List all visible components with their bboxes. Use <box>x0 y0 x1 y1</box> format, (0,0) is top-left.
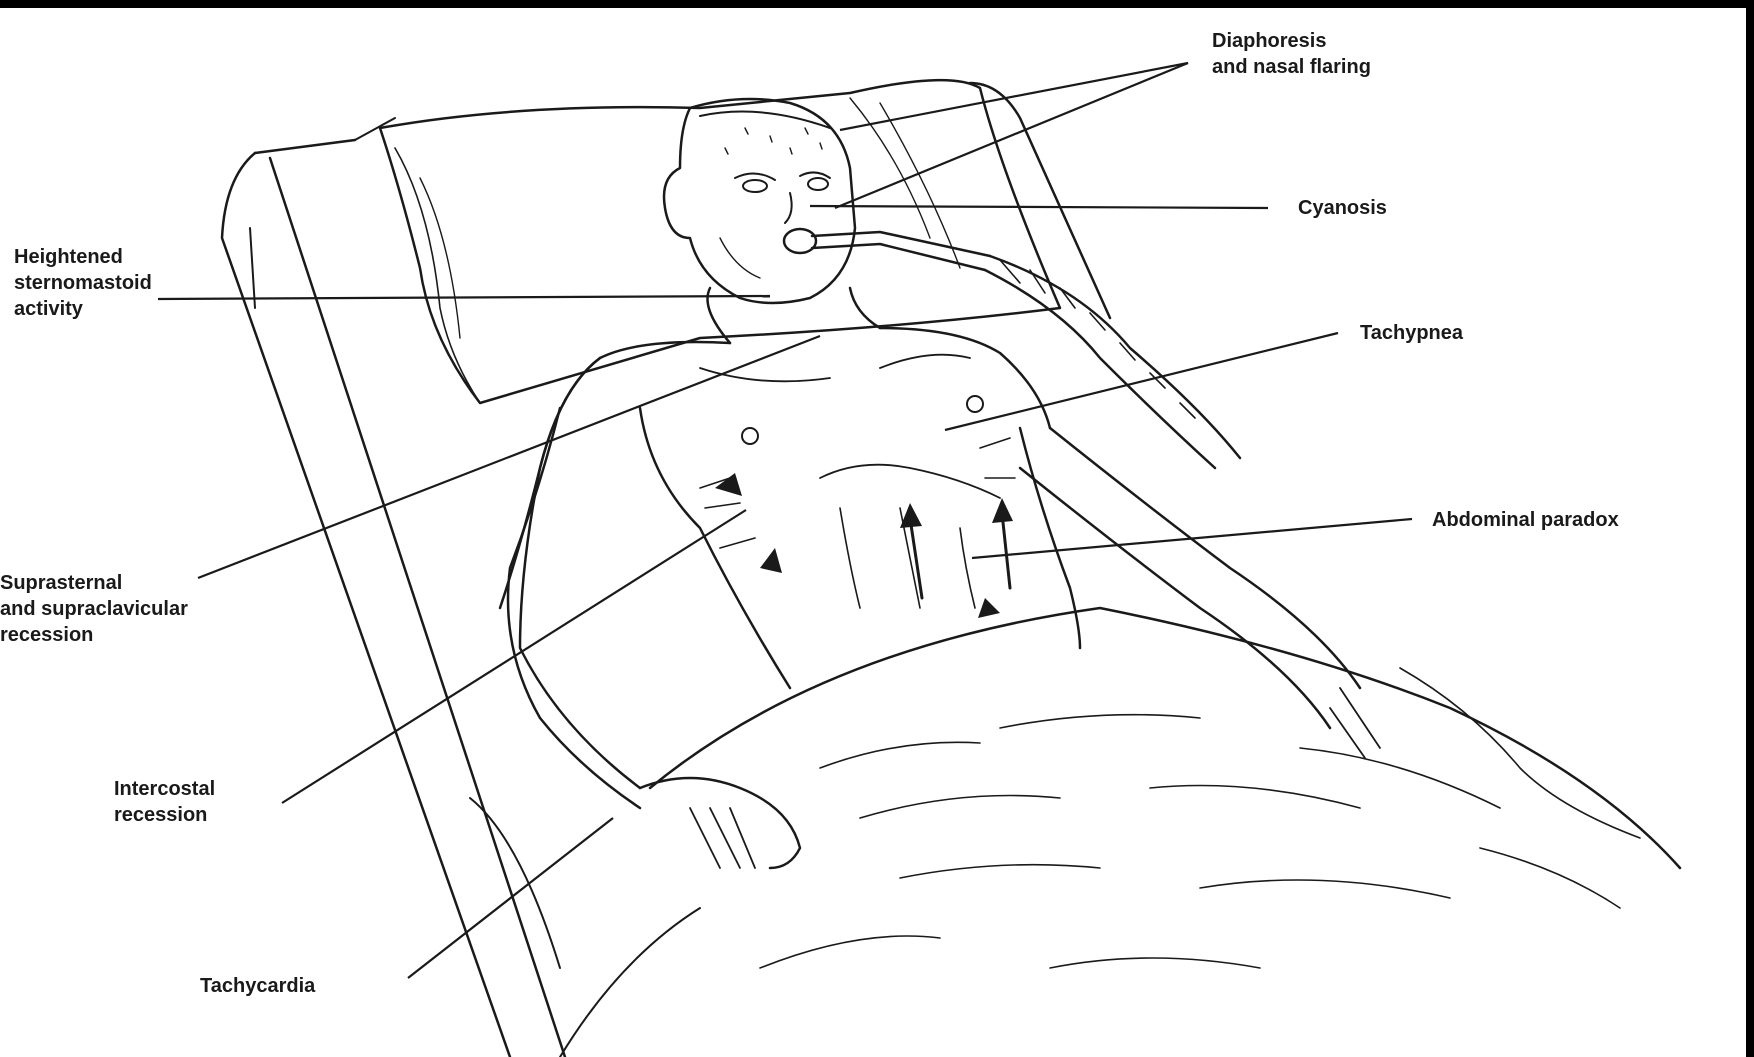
pointer-abdominal-paradox <box>972 519 1412 558</box>
label-cyanosis: Cyanosis <box>1298 195 1387 221</box>
label-diaphoresis-line2: and nasal flaring <box>1212 54 1371 80</box>
pointer-suprasternal <box>198 336 820 578</box>
label-intercostal-line2: recession <box>114 802 215 828</box>
label-tachypnea: Tachypnea <box>1360 320 1463 346</box>
label-diaphoresis-line1: Diaphoresis <box>1212 28 1371 54</box>
diagram-sheet: Diaphoresis and nasal flaring Cyanosis H… <box>0 8 1746 1057</box>
label-abdominal-paradox: Abdominal paradox <box>1432 507 1619 533</box>
pointer-sternomastoid <box>158 296 770 299</box>
abdomen-arrows <box>715 473 1013 618</box>
label-sternomastoid: Heightened sternomastoid activity <box>14 244 152 322</box>
label-sternomastoid-line3: activity <box>14 296 152 322</box>
blanket <box>560 608 1680 1057</box>
patient-head <box>664 99 855 303</box>
pointer-tachycardia <box>408 818 613 978</box>
label-sternomastoid-line1: Heightened <box>14 244 152 270</box>
label-tachypnea-text: Tachypnea <box>1360 320 1463 346</box>
label-suprasternal-line3: recession <box>0 622 188 648</box>
label-cyanosis-text: Cyanosis <box>1298 195 1387 221</box>
label-diaphoresis: Diaphoresis and nasal flaring <box>1212 28 1371 80</box>
pillow <box>380 80 1060 403</box>
label-intercostal: Intercostal recession <box>114 776 215 828</box>
label-intercostal-line1: Intercostal <box>114 776 215 802</box>
label-pointers <box>158 63 1412 978</box>
label-suprasternal: Suprasternal and supraclavicular recessi… <box>0 570 188 648</box>
label-tachycardia-text: Tachycardia <box>200 973 315 999</box>
breathing-tube <box>812 232 1240 468</box>
label-abdominal-paradox-text: Abdominal paradox <box>1432 507 1619 533</box>
label-sternomastoid-line2: sternomastoid <box>14 270 152 296</box>
label-tachycardia: Tachycardia <box>200 973 315 999</box>
pointer-diaphoresis-a <box>840 63 1188 130</box>
patient-arms <box>508 358 1380 868</box>
label-suprasternal-line2: and supraclavicular <box>0 596 188 622</box>
pointer-tachypnea <box>945 333 1338 430</box>
pointer-cyanosis <box>810 206 1268 208</box>
label-suprasternal-line1: Suprasternal <box>0 570 188 596</box>
hospital-bed <box>222 83 1110 1057</box>
